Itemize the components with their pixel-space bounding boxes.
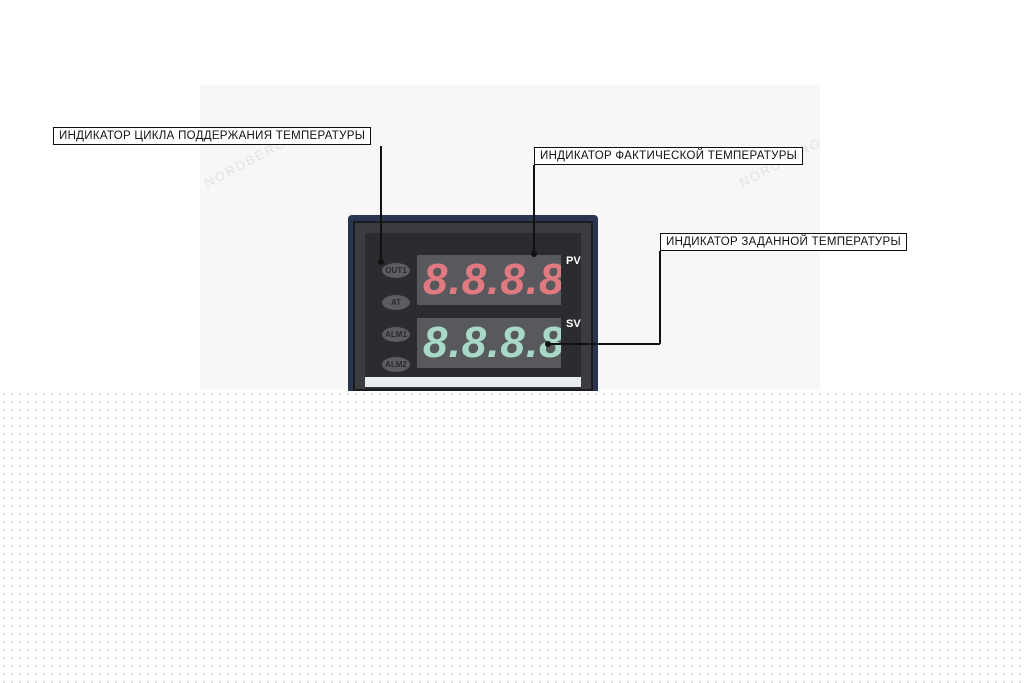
pv-display: 8.8.8.8. — [417, 255, 561, 305]
indicator-alm2: ALM2 — [382, 357, 410, 372]
leader-line — [548, 343, 660, 345]
leader-dot — [378, 259, 384, 265]
sv-label: SV — [566, 318, 581, 330]
leader-dot — [531, 251, 537, 257]
set-temp-label: ИНДИКАТОР ЗАДАННОЙ ТЕМПЕРАТУРЫ — [660, 233, 907, 251]
actual-temp-label: ИНДИКАТОР ФАКТИЧЕСКОЙ ТЕМПЕРАТУРЫ — [534, 147, 804, 165]
indicator-at: AT — [382, 295, 410, 310]
leader-line — [380, 146, 382, 262]
pv-label: PV — [566, 255, 581, 267]
leader-line — [533, 165, 535, 254]
dot-pattern — [0, 390, 1024, 683]
label-strip — [365, 377, 581, 387]
indicator-out1: OUT1 — [382, 263, 410, 278]
sv-display: 8.8.8.8. — [417, 318, 561, 368]
leader-dot — [545, 341, 551, 347]
leader-line — [659, 251, 661, 344]
cycle-indicator-label: ИНДИКАТОР ЦИКЛА ПОДДЕРЖАНИЯ ТЕМПЕРАТУРЫ — [53, 127, 372, 145]
pv-value: 8.8.8.8. — [423, 255, 561, 304]
sv-value: 8.8.8.8. — [423, 318, 561, 367]
indicator-alm1: ALM1 — [382, 327, 410, 342]
temperature-controller: OUT1 AT ALM1 ALM2 8.8.8.8. 8.8.8.8. PV S… — [348, 215, 598, 391]
